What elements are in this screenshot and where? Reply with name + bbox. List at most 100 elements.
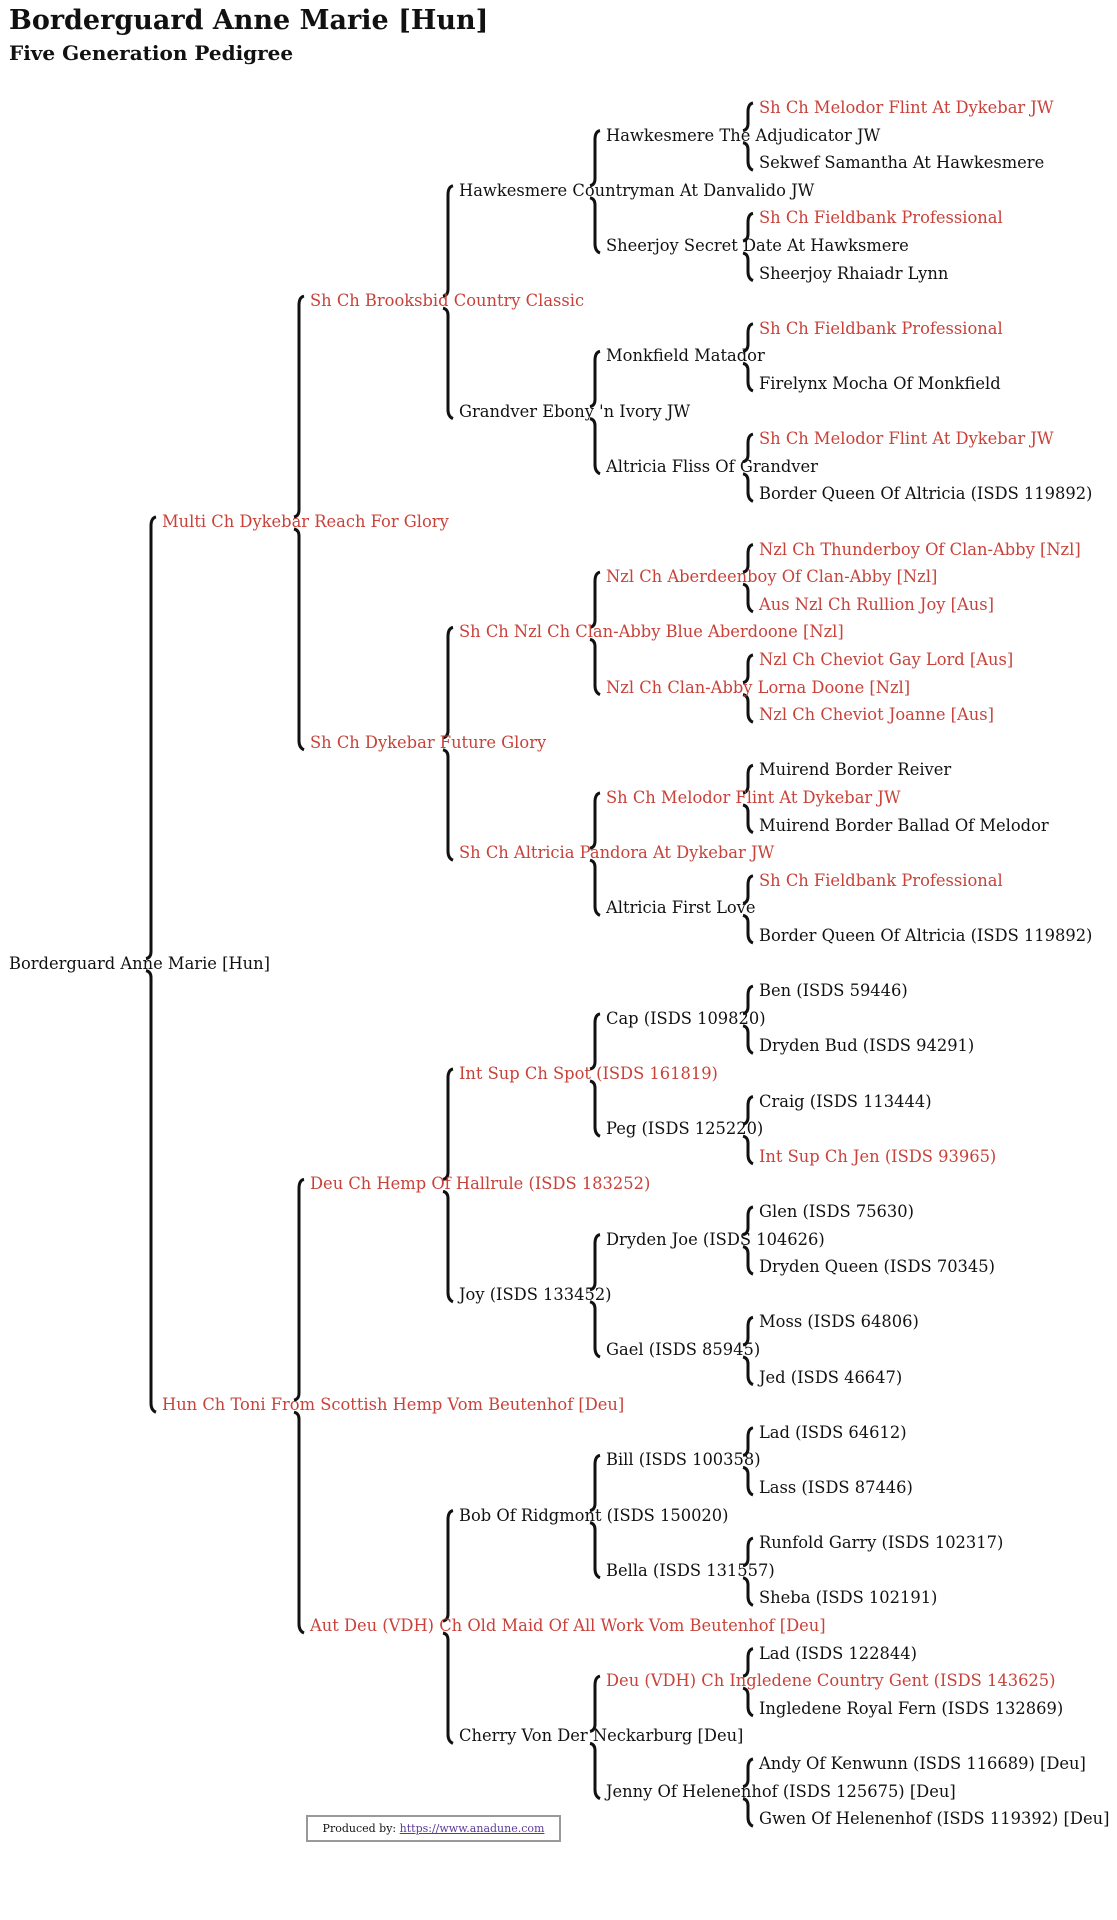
dam-bracket (742, 361, 754, 393)
dam-bracket (742, 913, 754, 945)
ancestor-name-gen5: Int Sup Ch Jen (ISDS 93965) (759, 1146, 997, 1166)
sire-bracket (742, 101, 754, 133)
ancestor-name-gen5: Sekwef Samantha At Hawkesmere (759, 153, 1045, 173)
ancestor-name-gen2: Aut Deu (VDH) Ch Old Maid Of All Work Vo… (310, 1616, 826, 1635)
ancestor-name-gen4: Dryden Joe (ISDS 104626) (606, 1229, 825, 1249)
dam-bracket (442, 748, 454, 862)
ancestor-name-gen1: Multi Ch Dykebar Reach For Glory (162, 512, 449, 531)
ancestor-name-gen4: Altricia Fliss Of Grandver (606, 456, 818, 476)
sire-bracket (742, 1315, 754, 1347)
ancestor-name-gen3: Joy (ISDS 133452) (459, 1284, 612, 1304)
sire-bracket (742, 1757, 754, 1789)
sire-bracket (293, 294, 305, 519)
sire-bracket (589, 349, 601, 409)
dam-bracket (742, 472, 754, 503)
sire-bracket (442, 184, 454, 298)
page-title: Borderguard Anne Marie [Hun] (9, 5, 489, 36)
ancestor-name-gen5: Sh Ch Melodor Flint At Dykebar JW (759, 429, 1054, 449)
produced-by-link[interactable]: https://www.anadune.com (399, 1822, 545, 1835)
dam-bracket (442, 1189, 454, 1304)
sire-bracket (742, 653, 754, 685)
ancestor-name-gen4: Deu (VDH) Ch Ingledene Country Gent (ISD… (606, 1671, 1056, 1691)
ancestor-name-gen5: Sh Ch Fieldbank Professional (759, 870, 1003, 890)
sire-bracket (589, 1012, 601, 1071)
subject-dog-name: Borderguard Anne Marie [Hun] (9, 953, 270, 973)
dam-bracket (742, 1024, 754, 1055)
dam-bracket (742, 1576, 754, 1607)
ancestor-name-gen5: Nzl Ch Cheviot Gay Lord [Aus] (759, 650, 1014, 669)
dam-bracket (742, 1355, 754, 1386)
ancestor-name-gen5: Aus Nzl Ch Rullion Joy [Aus] (759, 594, 994, 614)
ancestor-name-gen4: Monkfield Matador (606, 346, 765, 366)
dam-bracket (742, 803, 754, 834)
sire-bracket (742, 1205, 754, 1237)
ancestor-name-gen5: Border Queen Of Altricia (ISDS 119892) (759, 484, 1093, 504)
ancestor-name-gen4: Altricia First Love (606, 898, 756, 918)
ancestor-name-gen5: Ingledene Royal Fern (ISDS 132869) (759, 1698, 1064, 1718)
ancestor-name-gen3: Bob Of Ridgmont (ISDS 150020) (459, 1505, 729, 1525)
sire-bracket (293, 1177, 305, 1402)
produced-by-label: Produced by: (322, 1822, 397, 1835)
produced-by-box: Produced by: https://www.anadune.com (306, 1815, 561, 1842)
dam-bracket (742, 141, 754, 172)
ancestor-name-gen5: Nzl Ch Cheviot Joanne [Aus] (759, 705, 994, 725)
ancestor-name-gen4: Bella (ISDS 131557) (606, 1560, 775, 1580)
dam-bracket (589, 858, 601, 917)
dam-bracket (589, 637, 601, 696)
page-subtitle: Five Generation Pedigree (9, 41, 294, 65)
dam-bracket (293, 527, 305, 752)
ancestor-name-gen5: Craig (ISDS 113444) (759, 1091, 932, 1111)
sire-bracket (589, 570, 601, 629)
ancestor-name-gen3: Sh Ch Nzl Ch Clan-Abby Blue Aberdoone [N… (459, 622, 844, 642)
sire-bracket (742, 432, 754, 464)
sire-bracket (145, 515, 157, 961)
ancestor-name-gen2: Sh Ch Brooksbid Country Classic (310, 291, 585, 311)
dam-bracket (589, 417, 601, 476)
ancestor-name-gen4: Nzl Ch Aberdeenboy Of Clan-Abby [Nzl] (606, 567, 938, 587)
ancestor-name-gen3: Sh Ch Altricia Pandora At Dykebar JW (459, 843, 775, 863)
sire-bracket (742, 874, 754, 905)
sire-bracket (742, 1536, 754, 1568)
ancestor-name-gen5: Dryden Queen (ISDS 70345) (759, 1257, 995, 1277)
dam-bracket (742, 693, 754, 724)
ancestor-name-gen5: Gwen Of Helenenhof (ISDS 119392) [Deu] (759, 1809, 1110, 1829)
sire-bracket (742, 984, 754, 1016)
dam-bracket (742, 582, 754, 614)
ancestor-name-gen5: Sheerjoy Rhaiadr Lynn (759, 263, 949, 283)
dam-bracket (742, 251, 754, 282)
dam-bracket (742, 1465, 754, 1497)
ancestor-name-gen3: Hawkesmere Countryman At Danvalido JW (459, 180, 815, 200)
ancestor-name-gen5: Dryden Bud (ISDS 94291) (759, 1036, 975, 1056)
ancestor-name-gen4: Jenny Of Helenenhof (ISDS 125675) [Deu] (606, 1781, 956, 1801)
ancestor-name-gen5: Lad (ISDS 122844) (759, 1643, 917, 1663)
ancestor-name-gen5: Sh Ch Fieldbank Professional (759, 318, 1003, 338)
ancestor-name-gen4: Bill (ISDS 100358) (606, 1450, 761, 1470)
ancestor-name-gen2: Deu Ch Hemp Of Hallrule (ISDS 183252) (310, 1174, 651, 1194)
ancestor-name-gen5: Border Queen Of Altricia (ISDS 119892) (759, 926, 1093, 945)
ancestor-name-gen5: Nzl Ch Thunderboy Of Clan-Abby [Nzl] (759, 539, 1081, 559)
ancestor-name-gen4: Nzl Ch Clan-Abby Lorna Doone [Nzl] (606, 677, 911, 697)
sire-bracket (589, 791, 601, 850)
dam-bracket (293, 1410, 305, 1635)
sire-bracket (589, 1453, 601, 1513)
ancestor-name-gen1: Hun Ch Toni From Scottish Hemp Vom Beute… (162, 1395, 625, 1415)
dam-bracket (589, 196, 601, 255)
ancestor-name-gen5: Runfold Garry (ISDS 102317) (759, 1533, 1004, 1553)
ancestor-name-gen5: Moss (ISDS 64806) (759, 1312, 919, 1332)
sire-bracket (589, 129, 601, 188)
ancestor-name-gen5: Firelynx Mocha Of Monkfield (759, 374, 1001, 393)
sire-bracket (442, 1509, 454, 1623)
sire-bracket (442, 1067, 454, 1181)
sire-bracket (742, 763, 754, 795)
ancestor-name-gen2: Sh Ch Dykebar Future Glory (310, 732, 547, 752)
dam-bracket (589, 1300, 601, 1359)
ancestor-name-gen4: Gael (ISDS 85945) (606, 1340, 761, 1359)
dam-bracket (742, 1686, 754, 1718)
dam-bracket (742, 1797, 754, 1828)
ancestor-name-gen4: Sheerjoy Secret Date At Hawksmere (606, 236, 909, 255)
dam-bracket (742, 1134, 754, 1166)
ancestor-name-gen5: Lad (ISDS 64612) (759, 1422, 907, 1442)
dam-bracket (442, 306, 454, 420)
sire-bracket (742, 1426, 754, 1457)
